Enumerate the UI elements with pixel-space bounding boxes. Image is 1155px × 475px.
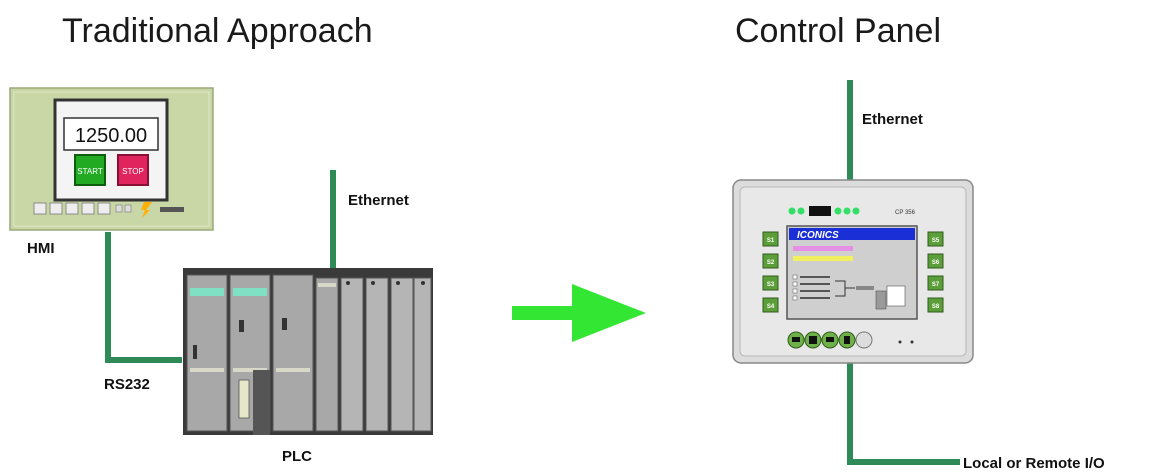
cp-soft-key-label: S6: [932, 260, 940, 266]
hmi-start-button: [74, 154, 106, 186]
right-title: Control Panel: [735, 12, 942, 50]
cp-function-keys: [787, 331, 914, 349]
hmi-display-box: [63, 117, 159, 151]
hmi-display-value: 1250.00: [75, 125, 147, 147]
cp-brand-label: ICONICS: [797, 230, 839, 241]
cp-soft-key-label: S3: [767, 282, 775, 288]
cp-right-soft-keys: S5 S6 S7 S8: [927, 231, 944, 313]
ethernet-label-left: Ethernet: [348, 192, 409, 209]
cp-soft-key-label: S2: [767, 260, 775, 266]
cp-brand-bar: [789, 228, 915, 240]
hmi-keypad: [33, 202, 184, 218]
cp-soft-key-label: S7: [932, 282, 940, 288]
local-remote-io-label: Local or Remote I/O: [963, 455, 1105, 472]
ethernet-label-right: Ethernet: [862, 111, 923, 128]
hmi-start-label: START: [77, 167, 103, 176]
hmi-device: 1250.00 START STOP: [9, 87, 214, 231]
cp-indicator-strip: [788, 206, 860, 216]
control-panel-device: CP 356 ICONICS S1 S2: [732, 179, 974, 364]
transition-arrow: [512, 284, 646, 342]
cp-left-soft-keys: S1 S2 S3 S4: [762, 231, 779, 313]
cp-soft-key-label: S8: [932, 304, 940, 310]
cp-soft-key-label: S4: [767, 304, 775, 310]
plc-label: PLC: [282, 448, 312, 465]
cp-soft-key-label: S1: [767, 238, 775, 244]
cp-soft-key-label: S5: [932, 238, 940, 244]
left-title: Traditional Approach: [62, 12, 373, 50]
connection-lines: [105, 80, 960, 465]
rs232-cable-line: [105, 232, 182, 363]
hmi-stop-button: [117, 154, 149, 186]
hmi-stop-label: STOP: [122, 167, 144, 176]
rs232-label: RS232: [104, 376, 150, 393]
io-cable-line: [847, 362, 960, 465]
plc-rack: [183, 268, 433, 435]
cp-model-label: CP 356: [895, 210, 916, 216]
hmi-label: HMI: [27, 240, 55, 257]
